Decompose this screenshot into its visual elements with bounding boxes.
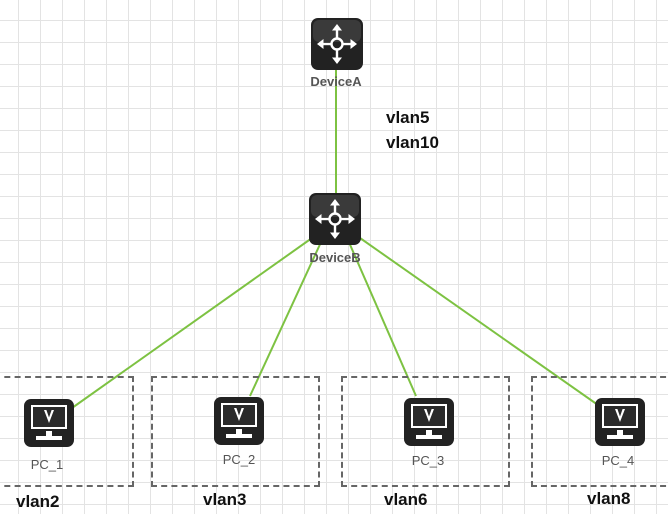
link-deviceb-pc2: [249, 239, 323, 397]
pc-4[interactable]: [594, 397, 646, 447]
trunk-vlan-label: vlan10: [386, 133, 439, 152]
pc-3[interactable]: [403, 397, 455, 447]
monitor-icon: [404, 398, 454, 446]
device-a-label: DeviceA: [310, 74, 362, 89]
monitor-icon: [595, 398, 645, 446]
vlan-box-pc4: [531, 376, 668, 487]
pc-3-vlan-label: vlan6: [384, 490, 428, 509]
switch-icon: [311, 18, 363, 70]
pc-4-vlan-label: vlan8: [587, 489, 631, 508]
pc-1-label: PC_1: [30, 457, 64, 472]
device-b[interactable]: [308, 192, 362, 246]
vlan-box-pc3: [341, 376, 510, 487]
link-deviceb-pc1: [71, 237, 313, 409]
monitor-icon: [24, 399, 74, 447]
monitor-icon: [214, 397, 264, 445]
device-b-label: DeviceB: [309, 250, 361, 265]
vlan-box-pc2: [151, 376, 320, 487]
pc-2[interactable]: [213, 396, 265, 446]
pc-4-label: PC_4: [601, 453, 635, 468]
vlan-box-pc1: [0, 376, 134, 487]
pc-1[interactable]: [23, 398, 75, 448]
pc-2-vlan-label: vlan3: [203, 490, 247, 509]
link-deviceb-pc3: [347, 239, 417, 397]
switch-icon: [309, 193, 361, 245]
pc-2-label: PC_2: [222, 452, 256, 467]
trunk-vlan-label: vlan5: [386, 108, 430, 127]
pc-3-label: PC_3: [411, 453, 445, 468]
pc-1-vlan-label: vlan2: [16, 492, 60, 511]
device-a[interactable]: [310, 17, 364, 71]
